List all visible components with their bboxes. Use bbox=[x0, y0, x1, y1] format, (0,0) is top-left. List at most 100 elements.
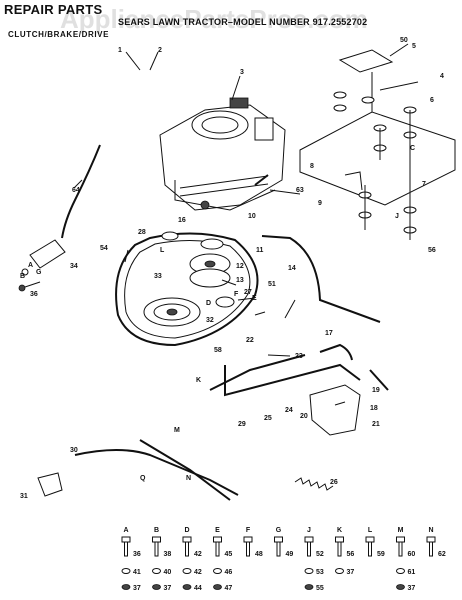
callout-36: 36 bbox=[30, 291, 38, 298]
frame-bracket bbox=[299, 49, 456, 206]
hardware-key-letter: D bbox=[184, 527, 189, 534]
callout-5: 5 bbox=[412, 43, 416, 50]
hardware-nut bbox=[304, 584, 314, 590]
callout-23: 23 bbox=[295, 353, 303, 360]
hardware-key-letter: B bbox=[154, 527, 159, 534]
callout-50: 50 bbox=[400, 37, 408, 44]
hardware-part-number: 37 bbox=[347, 569, 355, 576]
hardware-nut bbox=[396, 568, 405, 574]
lever-assembly bbox=[18, 239, 66, 292]
callout-14: 14 bbox=[288, 265, 296, 272]
hardware-part-number: 45 bbox=[225, 551, 233, 558]
hardware-key-letter: M bbox=[398, 527, 404, 534]
hardware-part-number: 38 bbox=[164, 551, 172, 558]
bolt-head bbox=[365, 536, 375, 543]
callout-F: F bbox=[234, 291, 239, 298]
callout-27: 27 bbox=[244, 289, 252, 296]
hardware-nut bbox=[121, 584, 131, 590]
bolt-shank bbox=[307, 541, 311, 557]
hardware-stack bbox=[333, 91, 417, 240]
callout-63: 63 bbox=[296, 187, 304, 194]
callout-8: 8 bbox=[310, 163, 314, 170]
callout-32: 32 bbox=[206, 317, 214, 324]
hardware-nut bbox=[182, 568, 192, 574]
callout-7: 7 bbox=[422, 181, 426, 188]
hardware-nut bbox=[121, 568, 131, 574]
hardware-part-number: 37 bbox=[133, 585, 141, 592]
section-title: CLUTCH/BRAKE/DRIVE bbox=[8, 30, 110, 39]
callout-29: 29 bbox=[238, 421, 246, 428]
callout-1: 1 bbox=[118, 47, 122, 54]
hardware-key-letter: L bbox=[368, 527, 373, 534]
hardware-part-number: 40 bbox=[164, 569, 172, 576]
hardware-key-item: B 38 40 37 bbox=[152, 527, 172, 592]
bolt-head bbox=[426, 536, 436, 543]
hardware-key-letter: A bbox=[123, 527, 128, 534]
callout-22: 22 bbox=[246, 337, 254, 344]
callout-34: 34 bbox=[70, 263, 78, 270]
hardware-part-number: 49 bbox=[286, 551, 294, 558]
hardware-key-letter: F bbox=[246, 527, 251, 534]
hardware-part-number: 47 bbox=[225, 585, 233, 592]
pulleys bbox=[143, 231, 235, 327]
callout-9: 9 bbox=[318, 200, 322, 207]
callout-2: 2 bbox=[158, 47, 162, 54]
bolt-head bbox=[243, 536, 253, 543]
hardware-nut bbox=[335, 568, 344, 574]
hardware-key-letter: G bbox=[276, 527, 282, 534]
callout-E: E bbox=[252, 295, 257, 302]
hardware-nut bbox=[152, 584, 161, 590]
callout-labels: 1 2 3 4 5 6 7 8 9 10 11 12 13 14 16 17 1… bbox=[20, 37, 444, 500]
callout-19: 19 bbox=[372, 387, 380, 394]
bolt-head bbox=[274, 536, 283, 543]
callout-G: G bbox=[36, 269, 42, 276]
callout-24: 24 bbox=[285, 407, 293, 414]
leader-lines bbox=[73, 43, 419, 406]
callout-30: 30 bbox=[70, 447, 78, 454]
hardware-part-number: 46 bbox=[225, 569, 233, 576]
hardware-part-number: 44 bbox=[194, 585, 202, 592]
hardware-nut bbox=[213, 584, 222, 590]
bolt-shank bbox=[368, 541, 372, 557]
callout-C: C bbox=[410, 145, 415, 152]
hardware-part-number: 52 bbox=[316, 551, 324, 558]
bolt-shank bbox=[185, 541, 189, 557]
hardware-part-number: 56 bbox=[347, 551, 355, 558]
hardware-part-number: 59 bbox=[377, 551, 385, 558]
hardware-part-number: 37 bbox=[408, 585, 416, 592]
hardware-part-number: 37 bbox=[164, 585, 172, 592]
callout-64: 64 bbox=[72, 187, 80, 194]
hardware-part-number: 53 bbox=[316, 569, 324, 576]
engine bbox=[159, 97, 286, 211]
bolt-shank bbox=[276, 541, 281, 557]
bolt-shank bbox=[215, 541, 220, 557]
bolt-head bbox=[213, 536, 222, 543]
hardware-part-number: 36 bbox=[133, 551, 141, 558]
linkage-rods bbox=[37, 235, 389, 501]
hardware-key-letter: N bbox=[428, 527, 433, 534]
hardware-nut bbox=[152, 568, 161, 574]
callout-11: 11 bbox=[256, 247, 264, 254]
callout-25: 25 bbox=[264, 415, 272, 422]
callout-51: 51 bbox=[268, 281, 276, 288]
callout-21: 21 bbox=[372, 421, 380, 428]
bolt-head bbox=[304, 536, 314, 543]
callout-3: 3 bbox=[240, 69, 244, 76]
callout-26: 26 bbox=[330, 479, 338, 486]
bolt-head bbox=[152, 536, 161, 543]
callout-K: K bbox=[196, 377, 201, 384]
hardware-nut bbox=[396, 584, 405, 590]
bolt-head bbox=[335, 536, 344, 543]
bolt-head bbox=[182, 536, 192, 543]
bolt-shank bbox=[246, 541, 250, 557]
callout-12: 12 bbox=[236, 263, 244, 270]
watermark: AppliancePartsPros.com bbox=[60, 4, 368, 34]
page-title: REPAIR PARTS bbox=[4, 2, 103, 17]
bolt-shank bbox=[398, 541, 403, 557]
callout-20: 20 bbox=[300, 413, 308, 420]
hardware-nut bbox=[182, 584, 192, 590]
